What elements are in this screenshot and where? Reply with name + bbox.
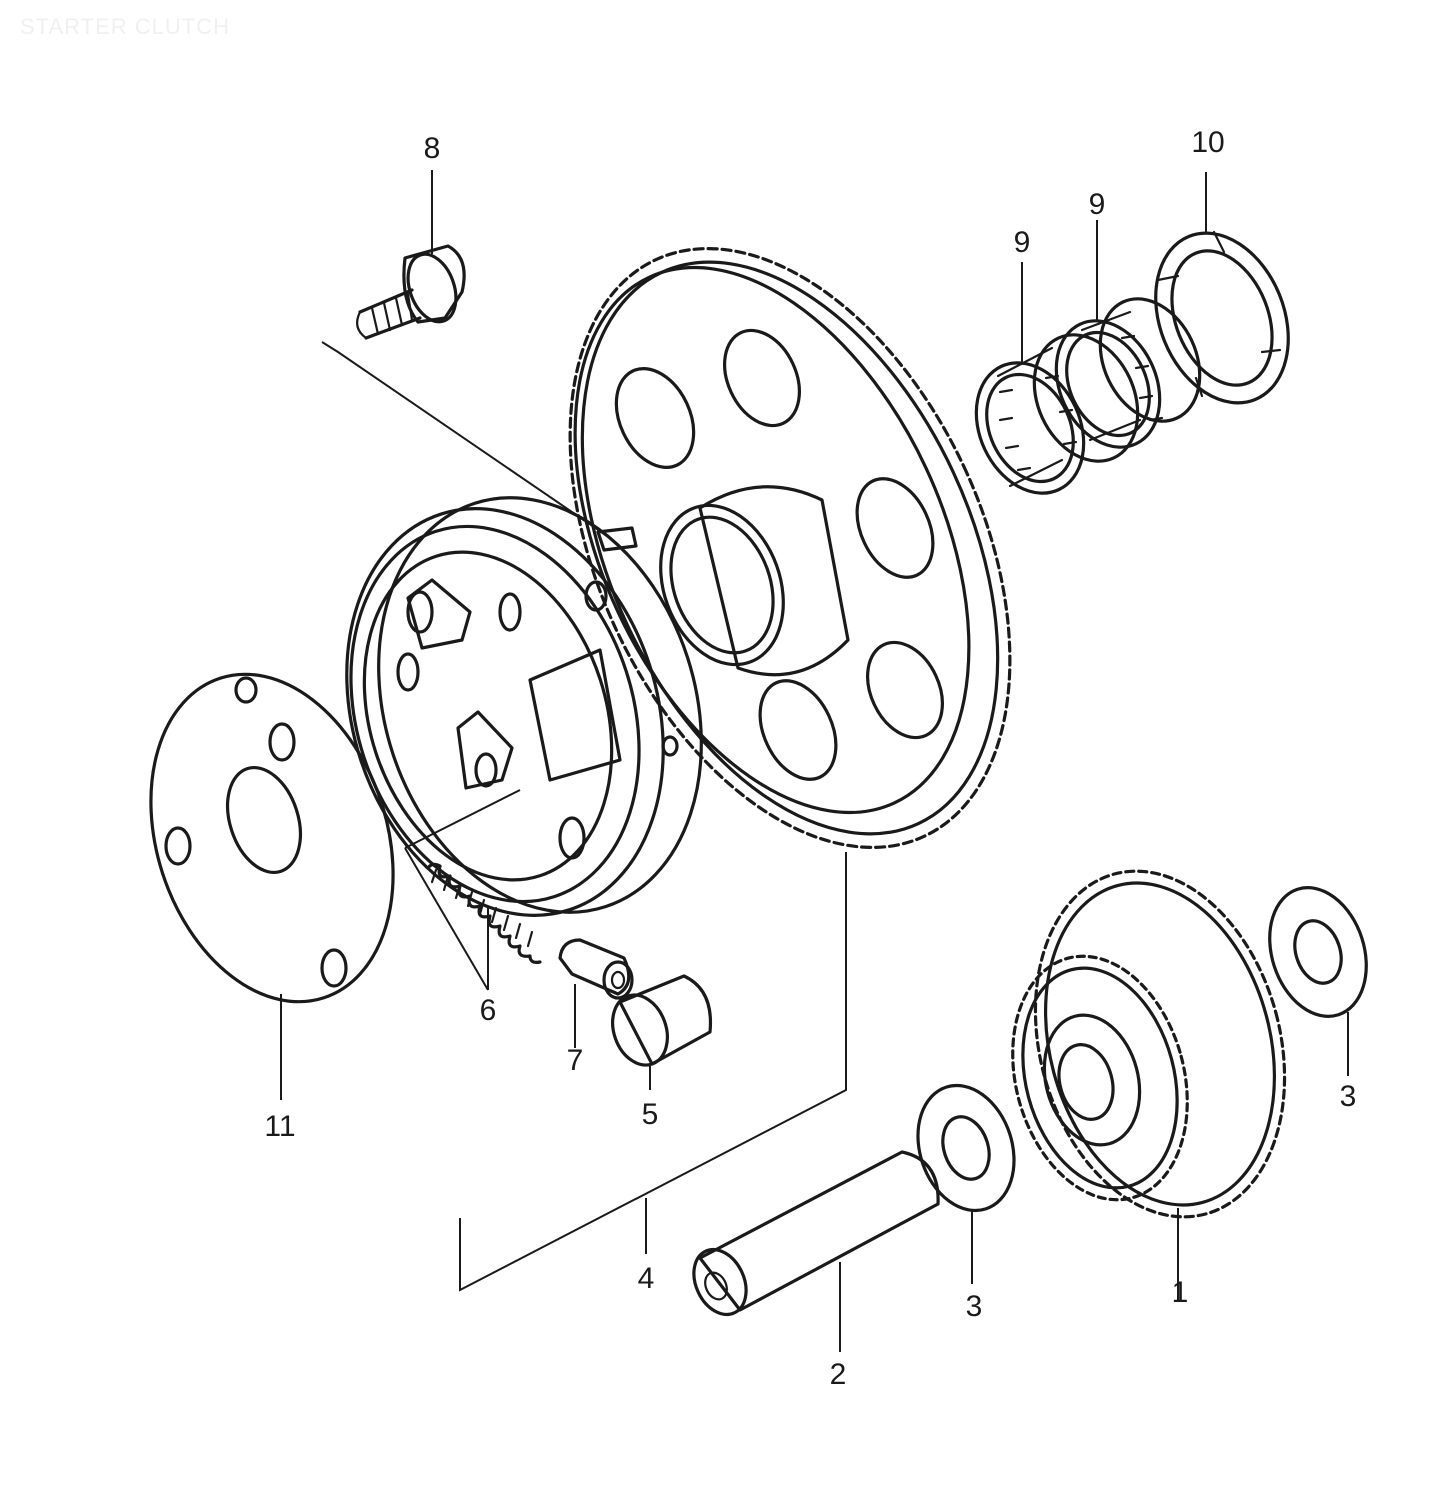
callout-10: 10 <box>1191 126 1224 159</box>
washer-part-3-right <box>1268 886 1368 1018</box>
clutch-body-part-1 <box>345 496 703 917</box>
leader-6 <box>404 847 489 991</box>
callout-3-right: 3 <box>1340 1080 1357 1113</box>
leader-8 <box>321 170 611 539</box>
callout-7: 7 <box>567 1044 584 1077</box>
starter-gear-part-4 <box>568 246 1012 850</box>
leader-11 <box>280 789 521 1100</box>
callout-5: 5 <box>642 1098 659 1131</box>
leader-4 <box>459 852 847 1292</box>
spring-part-6 <box>426 862 542 964</box>
callout-3-bottom: 3 <box>966 1290 983 1323</box>
callout-2: 2 <box>830 1358 847 1391</box>
callout-11: 11 <box>264 1110 295 1143</box>
shaft-part-2 <box>692 1150 940 1317</box>
driven-gear-part-1 <box>1011 869 1287 1219</box>
callout-4: 4 <box>638 1262 655 1295</box>
callout-6: 6 <box>480 994 497 1027</box>
roller-part-5 <box>611 974 713 1067</box>
diagram-title: STARTER CLUTCH <box>20 14 230 39</box>
bolt-part-8 <box>355 244 466 340</box>
callout-9-left: 9 <box>1014 226 1031 259</box>
thrust-washer-part-10 <box>1154 230 1290 405</box>
pin-part-7 <box>558 938 634 1000</box>
callout-8: 8 <box>424 132 441 165</box>
needle-bearing-part-9-right <box>1054 297 1202 449</box>
callout-1: 1 <box>1172 1276 1189 1309</box>
washer-part-3-bottom <box>916 1083 1016 1213</box>
plate-part-11 <box>149 672 395 1004</box>
callout-9-right: 9 <box>1089 188 1106 221</box>
